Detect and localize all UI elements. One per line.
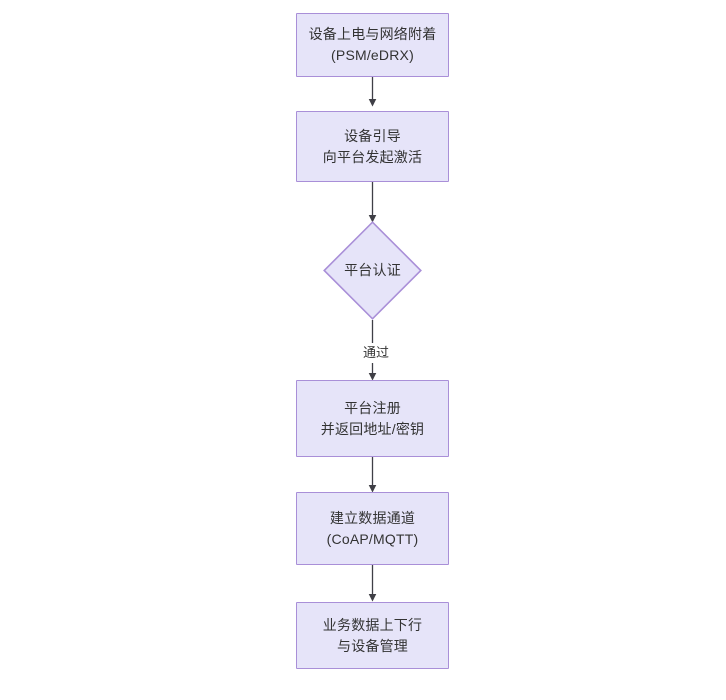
flow-node-service-data[interactable]: 业务数据上下行 与设备管理 [296, 602, 449, 669]
flow-node-service-data-line-1: 业务数据上下行 [322, 616, 423, 633]
edge-label-pass: 通过 [355, 343, 397, 363]
flow-node-platform-auth[interactable]: 平台认证 [323, 221, 422, 320]
flow-node-platform-register-line-2: 并返回地址/密钥 [320, 420, 425, 437]
flow-node-data-channel-line-1: 建立数据通道 [329, 509, 416, 526]
flow-node-service-data-line-2: 与设备管理 [337, 637, 408, 654]
flow-node-power-on[interactable]: 设备上电与网络附着 (PSM/eDRX) [296, 13, 449, 77]
flow-node-platform-register-line-1: 平台注册 [344, 399, 401, 416]
flow-node-data-channel[interactable]: 建立数据通道 (CoAP/MQTT) [296, 492, 449, 565]
flow-node-bootstrap-line-1: 设备引导 [344, 127, 401, 144]
flow-node-platform-register[interactable]: 平台注册 并返回地址/密钥 [296, 380, 449, 457]
flow-node-bootstrap[interactable]: 设备引导 向平台发起激活 [296, 111, 449, 182]
flow-node-bootstrap-line-2: 向平台发起激活 [322, 148, 423, 165]
flow-node-power-on-line-1: 设备上电与网络附着 [308, 26, 437, 42]
diamond-shape-icon [323, 221, 422, 320]
flow-node-platform-auth-label: 平台认证 [344, 262, 401, 278]
flow-node-data-channel-line-2: (CoAP/MQTT) [326, 530, 419, 547]
flow-node-power-on-line-2: (PSM/eDRX) [331, 47, 414, 63]
